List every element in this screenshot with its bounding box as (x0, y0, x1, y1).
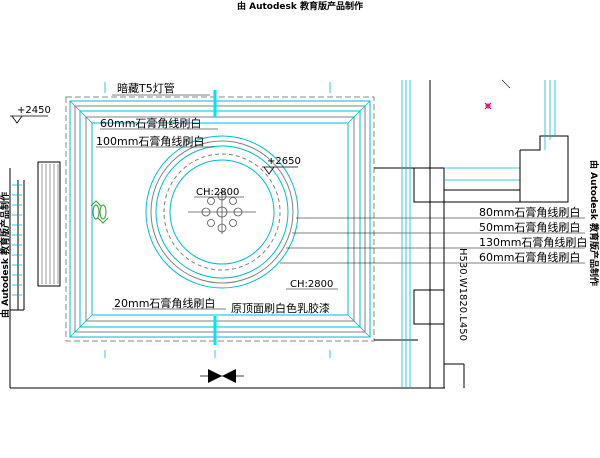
circle-5 (169, 159, 275, 265)
label-molding-60-top: 60mm石膏角线刷白 (100, 116, 201, 130)
left-wall (9, 168, 445, 389)
label-hidden-light: 暗藏T5灯管 (117, 81, 175, 95)
circle-2 (150, 140, 294, 284)
right-note-4: 60mm石膏角线刷白 (479, 250, 580, 264)
circle-4 (163, 153, 281, 271)
ceiling-frame-2 (74, 105, 366, 333)
unit-dims: H530.W1820.L450 (457, 248, 468, 341)
ceiling-frame-4 (85, 116, 355, 322)
right-l-shape (444, 135, 569, 203)
watermark-left: 由 Autodesk 教育版产品制作 (0, 192, 11, 318)
door-symbol (200, 369, 244, 383)
ceiling-frame-3 (79, 110, 361, 328)
frame-corner-miters (69, 100, 371, 338)
ceiling-frame-5 (91, 122, 349, 316)
right-connector-lines (501, 79, 511, 89)
ceiling-frame-1 (69, 100, 371, 338)
magenta-marker (484, 102, 492, 110)
level-inner: +2650 (267, 156, 301, 167)
unit-dims-group: H530.W1820.L450 (457, 248, 468, 341)
left-shelf-hatching (12, 184, 22, 296)
right-note-2: 50mm石膏角线刷白 (479, 220, 580, 234)
right-structure (374, 80, 465, 388)
level-outer: +2450 (17, 105, 51, 116)
level-outer-marker (10, 115, 48, 124)
watermark-top: 由 Autodesk 教育版产品制作 (237, 0, 363, 12)
label-original-ceiling: 原顶面刷白色乳胶漆 (231, 301, 330, 315)
watermark-right: 由 Autodesk 教育版产品制作 (588, 160, 600, 286)
right-wall-lines (401, 80, 520, 388)
ch-center: CH:2800 (196, 187, 239, 198)
label-molding-20: 20mm石膏角线刷白 (114, 296, 215, 310)
ch-lower: CH:2800 (290, 279, 333, 290)
tick-arrows (104, 82, 331, 358)
right-vertical-lines (544, 80, 556, 150)
leaders-right (280, 217, 585, 264)
ceiling-outer-dashed (65, 96, 375, 342)
watermark-right-group: 由 Autodesk 教育版产品制作 (588, 160, 600, 286)
air-vent-icons (90, 200, 109, 224)
window-blind-slats (41, 164, 59, 284)
circle-3 (155, 145, 289, 279)
window-blind (37, 161, 61, 287)
watermark-left-group: 由 Autodesk 教育版产品制作 (0, 192, 11, 318)
right-note-1: 80mm石膏角线刷白 (479, 205, 580, 219)
chandelier (188, 190, 256, 234)
label-molding-100: 100mm石膏角线刷白 (96, 134, 204, 148)
circle-outer (145, 135, 299, 289)
level-inner-marker (262, 166, 298, 175)
right-note-3: 130mm石膏角线刷白 (479, 235, 587, 249)
